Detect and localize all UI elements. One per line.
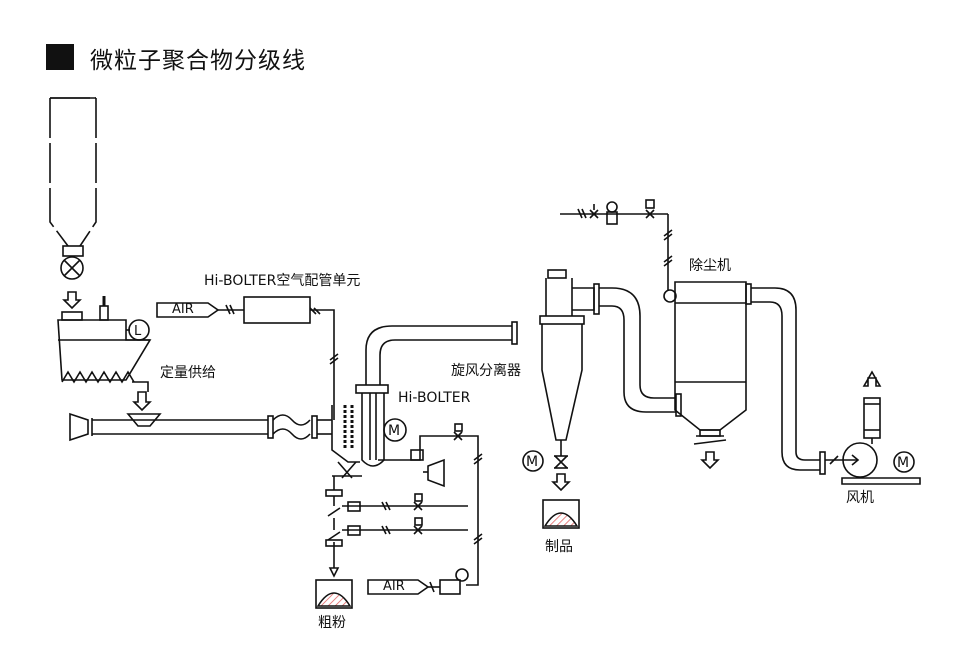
air-label-top: AIR — [172, 302, 194, 317]
level-sensor-icon: L — [128, 319, 150, 341]
feeder-label: 定量供给 — [160, 365, 216, 381]
screw-feeder — [57, 296, 152, 384]
feed-hopper — [49, 97, 97, 257]
cyclone-separator — [539, 269, 600, 492]
feed-pipe — [69, 412, 332, 442]
feed-funnel — [126, 413, 162, 427]
classifier-label: Hi-BOLTER — [398, 390, 471, 406]
motor-symbol: M — [388, 423, 400, 439]
cyclone-to-dust-pipe — [599, 287, 682, 417]
down-arrow-icon — [132, 391, 152, 412]
rotary-valve-icon — [60, 256, 84, 280]
dust-collector — [663, 281, 747, 470]
blower — [825, 370, 921, 485]
hi-bolter-classifier — [331, 384, 389, 479]
product-label: 制品 — [545, 539, 573, 555]
air-piping-right — [378, 423, 483, 586]
dust-to-blower-pipe — [745, 283, 826, 475]
air-unit-label: Hi-BOLTER空气配管单元 — [204, 273, 361, 289]
dust-collector-label: 除尘机 — [689, 258, 731, 274]
cyclone-label: 旋风分离器 — [451, 363, 521, 379]
air-inlet-bottom — [367, 568, 469, 595]
motor-symbol: M — [897, 455, 909, 471]
coarse-outlet — [325, 476, 468, 578]
cyclone-motor-icon: M — [522, 450, 544, 472]
air-label-bottom: AIR — [383, 579, 405, 594]
air-inlet-top — [156, 296, 339, 420]
level-symbol: L — [134, 324, 142, 339]
diagram-title: 微粒子聚合物分级线 — [90, 48, 306, 74]
dust-air-piping — [560, 199, 673, 290]
motor-symbol: M — [526, 454, 538, 470]
title-marker — [46, 44, 74, 70]
down-arrow-icon — [62, 291, 82, 310]
blower-label: 风机 — [846, 490, 874, 506]
coarse-bin-icon — [315, 579, 353, 609]
product-bin-icon — [542, 499, 580, 529]
classifier-to-cyclone-pipe — [365, 321, 518, 385]
blower-motor-icon: M — [893, 451, 915, 473]
classifier-motor-icon: M — [383, 418, 407, 442]
coarse-label: 粗粉 — [318, 615, 346, 631]
